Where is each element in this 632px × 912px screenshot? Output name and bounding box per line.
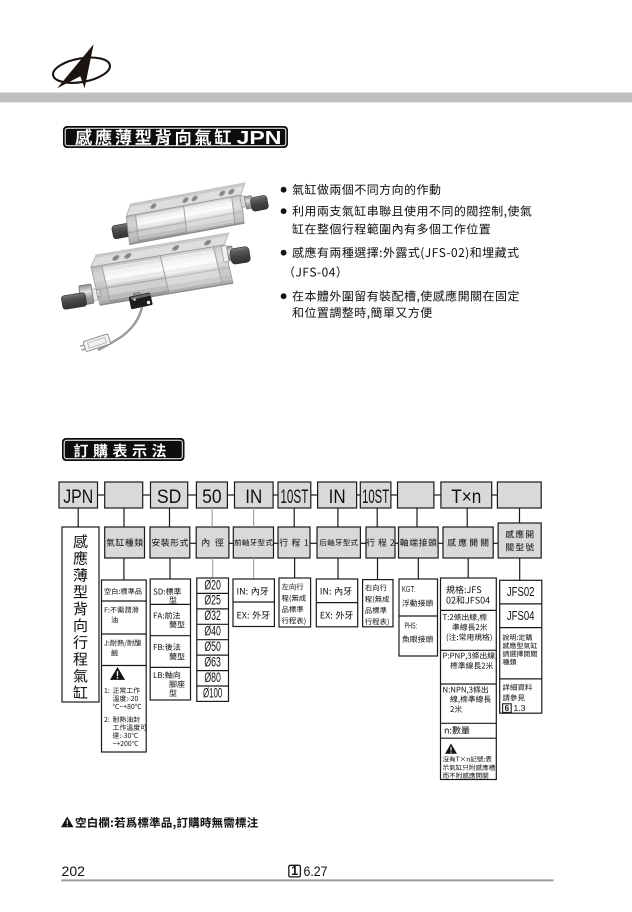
- svg-text:JPN: JPN: [237, 127, 282, 148]
- svg-text:Ø20: Ø20: [204, 577, 221, 592]
- svg-text:Ø25: Ø25: [204, 593, 221, 608]
- svg-text:1.3: 1.3: [514, 703, 526, 713]
- svg-text:6.27: 6.27: [304, 863, 328, 879]
- svg-text:JFS02: JFS02: [507, 584, 535, 599]
- svg-text:10ST: 10ST: [280, 487, 308, 508]
- svg-text:PHS:: PHS:: [405, 622, 418, 631]
- svg-text:IN: IN: [329, 487, 346, 508]
- svg-text:50: 50: [202, 487, 222, 508]
- svg-text:IN: IN: [245, 487, 262, 508]
- svg-text:202: 202: [62, 863, 86, 879]
- svg-text:1: 1: [291, 864, 298, 878]
- svg-text:JPN: JPN: [63, 487, 93, 508]
- svg-text:Ø40: Ø40: [204, 624, 221, 639]
- svg-text:JFS04: JFS04: [507, 608, 535, 623]
- svg-text:Ø63: Ø63: [204, 654, 221, 669]
- svg-text:T×n: T×n: [451, 487, 481, 508]
- svg-text:10ST: 10ST: [362, 487, 389, 508]
- svg-text:Ø80: Ø80: [204, 670, 221, 685]
- svg-text:Ø100: Ø100: [203, 685, 222, 700]
- svg-text:Ø32: Ø32: [204, 608, 221, 623]
- svg-text:Ø50: Ø50: [204, 639, 221, 654]
- svg-text:SD: SD: [157, 487, 182, 508]
- svg-text:6: 6: [505, 704, 510, 713]
- svg-text:KGT:: KGT:: [402, 585, 415, 594]
